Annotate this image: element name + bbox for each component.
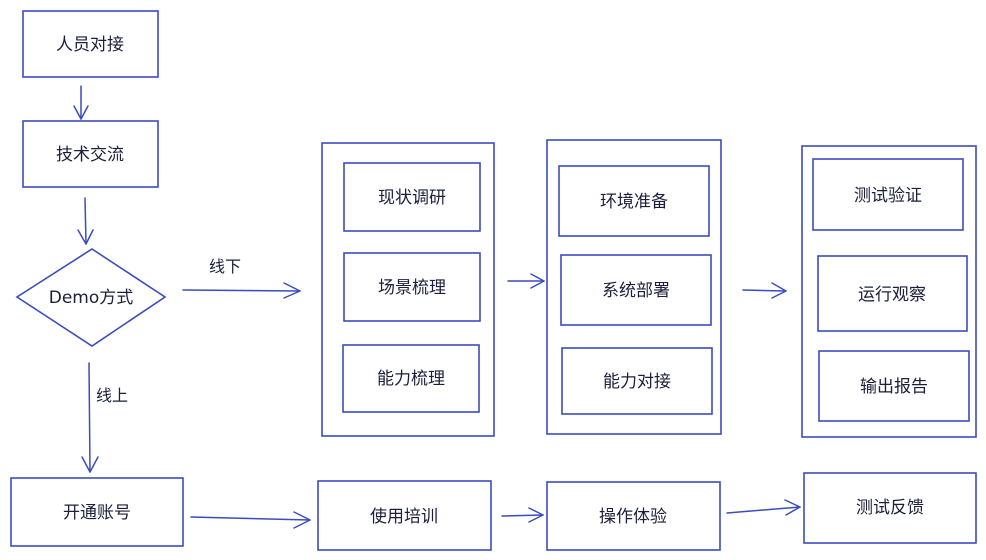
node-hands-on-experience-label: 操作体验 (599, 507, 667, 527)
edge-label-offline: 线下 (209, 257, 241, 276)
edge-personnel-to-tech (73, 85, 89, 120)
node-personnel-docking-label: 人员对接 (56, 35, 124, 55)
node-capability-review: 能力梳理 (342, 344, 480, 413)
node-system-deploy-label: 系统部署 (602, 281, 670, 301)
edge-decision-online (81, 362, 99, 473)
node-output-report: 输出报告 (818, 350, 970, 422)
edge-training-to-experience (501, 507, 544, 523)
node-env-prep-label: 环境准备 (600, 192, 668, 212)
node-capability-docking: 能力对接 (561, 347, 713, 415)
node-usage-training: 使用培训 (317, 480, 492, 551)
decision-demo-mode-label: Demo方式 (49, 288, 134, 308)
decision-demo-mode: Demo方式 (15, 248, 167, 347)
edge-experience-to-feedback (726, 499, 801, 516)
node-run-observe-label: 运行观察 (858, 285, 926, 305)
edge-decision-offline (182, 282, 301, 299)
edge-tech-to-decision (77, 197, 94, 245)
node-scenario-review: 场景梳理 (343, 252, 481, 322)
node-status-research-label: 现状调研 (378, 188, 446, 208)
node-tech-exchange-label: 技术交流 (56, 145, 124, 165)
node-usage-training-label: 使用培训 (370, 506, 438, 527)
node-test-verify: 测试验证 (812, 158, 964, 231)
node-open-account: 开通账号 (10, 477, 184, 547)
node-capability-docking-label: 能力对接 (603, 372, 671, 392)
node-test-feedback-label: 测试反馈 (856, 498, 924, 518)
node-open-account-label: 开通账号 (63, 503, 131, 523)
node-run-observe: 运行观察 (817, 255, 968, 332)
edge-account-to-training (190, 511, 311, 529)
edge-research-to-deploy (507, 273, 545, 289)
node-system-deploy: 系统部署 (560, 254, 712, 326)
node-scenario-review-label: 场景梳理 (378, 278, 446, 298)
edge-label-online: 线上 (96, 386, 128, 405)
node-personnel-docking: 人员对接 (22, 10, 159, 78)
node-output-report-label: 输出报告 (860, 377, 928, 397)
node-hands-on-experience: 操作体验 (546, 481, 721, 551)
edge-deploy-to-verify (742, 282, 787, 299)
node-capability-review-label: 能力梳理 (377, 369, 445, 389)
node-tech-exchange: 技术交流 (22, 120, 159, 188)
node-env-prep: 环境准备 (558, 165, 710, 237)
node-status-research: 现状调研 (343, 162, 481, 232)
node-test-feedback: 测试反馈 (803, 472, 977, 544)
node-test-verify-label: 测试验证 (854, 186, 922, 206)
